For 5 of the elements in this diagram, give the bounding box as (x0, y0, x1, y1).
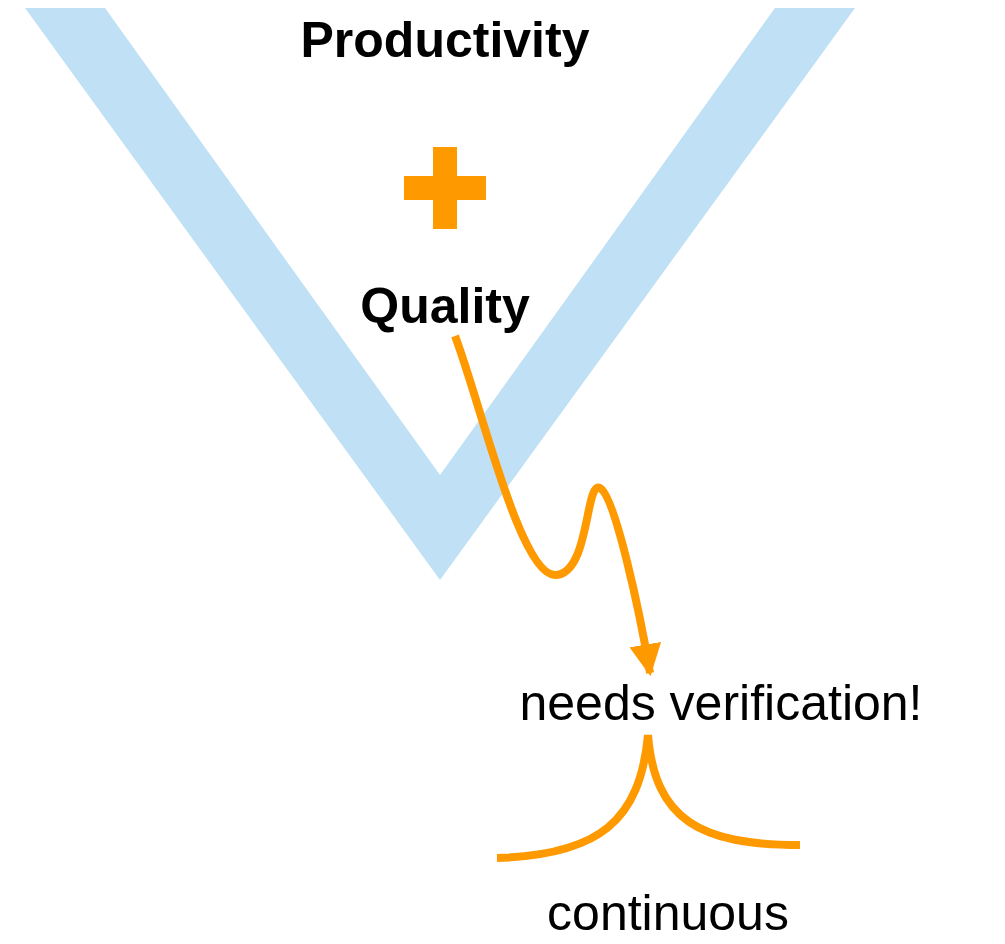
text-label: needs verification! (519, 673, 923, 733)
wavy-arrow (451, 334, 661, 677)
text-label: Quality (360, 276, 530, 336)
text-label: Productivity (300, 10, 590, 70)
text-label: continuous (547, 883, 789, 943)
